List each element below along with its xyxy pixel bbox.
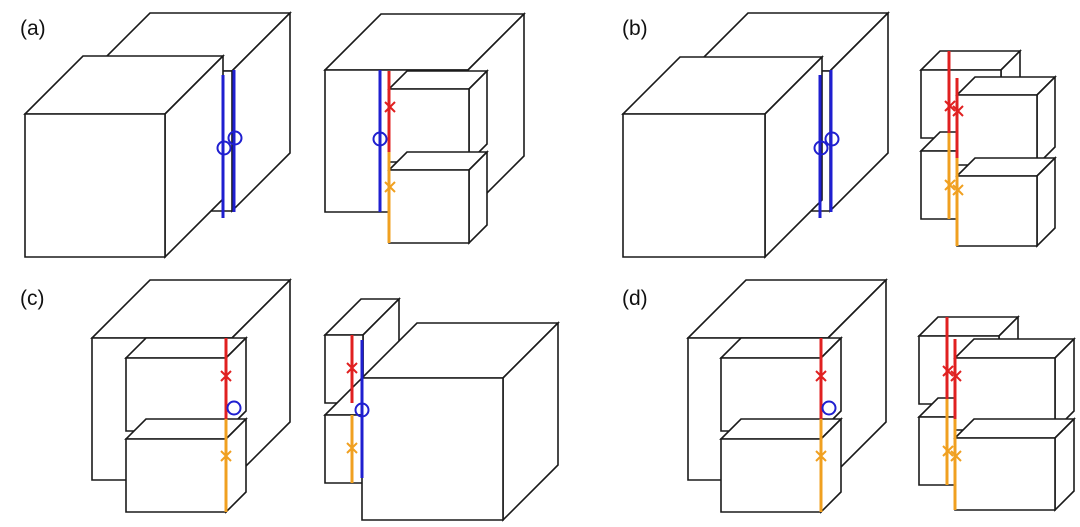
b-red-cross-back <box>944 100 956 112</box>
b-upper-front-small-cube-front-face <box>956 94 1038 166</box>
b-front-large-cube-front-face <box>622 113 766 258</box>
d-orange-cross-back <box>942 445 954 457</box>
b-orange-cross-front <box>952 184 964 196</box>
panel-c <box>90 278 560 522</box>
c-blue-circle <box>226 400 242 416</box>
panel-label-a: (a) <box>20 17 46 40</box>
panel-b <box>621 11 1057 259</box>
panel-c-right-cube-assembly <box>323 297 560 522</box>
d-orange-cross <box>815 450 827 462</box>
panel-a-right-cube-assembly <box>323 12 526 245</box>
b-blue-circle-front <box>813 140 829 156</box>
a-blue-circle <box>372 131 388 147</box>
panel-b-left-cube-assembly <box>621 11 890 259</box>
c-lower-small-cube-front-face <box>125 438 227 513</box>
a-front-large-cube-front-face <box>24 113 166 258</box>
b-red-cross-front <box>952 105 964 117</box>
c-red-cross <box>220 370 232 382</box>
c-red-cross <box>346 362 358 374</box>
c-lower-back-small-cube-front-face <box>324 414 364 484</box>
d-upper-front-small-cube-top-face <box>953 338 1076 359</box>
b-orange-cross-back <box>944 179 956 191</box>
b-lower-front-small-cube-front-face <box>956 175 1038 247</box>
d-orange-cross-front <box>950 450 962 462</box>
c-orange-cross <box>220 450 232 462</box>
d-red-cross-back <box>942 365 954 377</box>
panel-b-right-cube-assembly <box>919 49 1057 248</box>
panel-d <box>686 278 1076 514</box>
a-blue-circle-back <box>227 130 243 146</box>
panel-c-left-cube-assembly <box>90 278 292 514</box>
d-red-cross <box>815 370 827 382</box>
a-upper-small-cube-front-face <box>388 88 470 163</box>
d-lower-small-cube-front-face <box>720 438 822 513</box>
b-blue-circle-back <box>824 131 840 147</box>
d-lower-front-small-cube-top-face <box>953 418 1076 439</box>
c-blue-circle <box>354 402 370 418</box>
d-red-cross-front <box>950 370 962 382</box>
panel-d-left-cube-assembly <box>686 278 888 514</box>
a-orange-cross <box>384 181 396 193</box>
panel-label-c: (c) <box>20 287 45 310</box>
a-red-cross <box>384 101 396 113</box>
c-front-large-cube-front-face <box>361 377 504 521</box>
panel-d-right-cube-assembly <box>917 315 1076 512</box>
d-blue-circle <box>821 400 837 416</box>
c-orange-cross <box>346 442 358 454</box>
panel-label-b: (b) <box>622 17 648 40</box>
panel-a <box>23 11 526 259</box>
panel-label-d: (d) <box>622 287 648 310</box>
d-lower-front-small-cube-front-face <box>954 437 1056 511</box>
a-blue-circle-front <box>216 140 232 156</box>
panel-a-left-cube-assembly <box>23 11 292 259</box>
a-lower-small-cube-front-face <box>388 169 470 244</box>
